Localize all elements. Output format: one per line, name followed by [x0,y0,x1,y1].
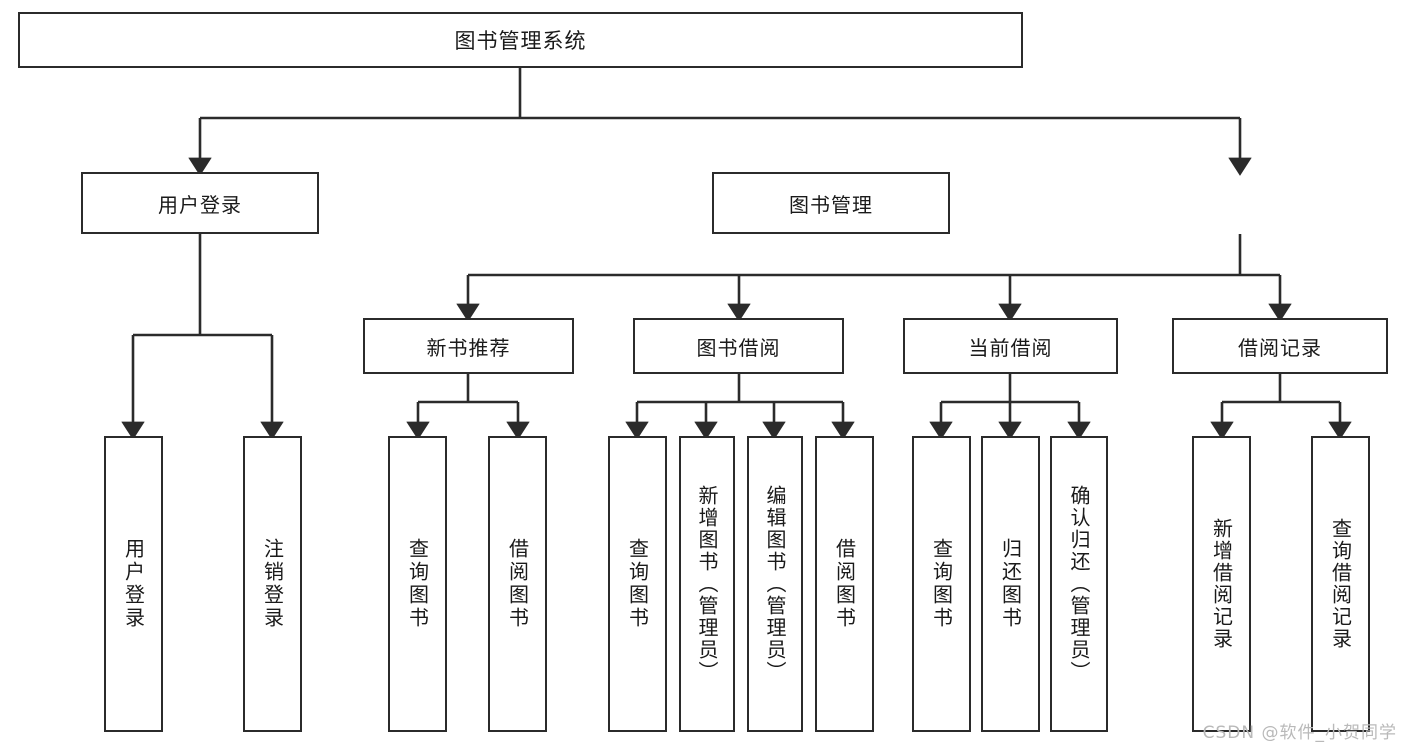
leaf-borrow-edit-book-admin-label: 编辑图书（管理员） [763,485,787,683]
leaf-current-query-book-label: 查询图书 [929,538,954,630]
node-current-borrow-label: 当前借阅 [968,335,1053,360]
leaf-new-book-borrow[interactable]: 借阅图书 [488,436,547,732]
node-book-management-label: 图书管理 [789,192,873,217]
leaf-new-book-query[interactable]: 查询图书 [388,436,447,732]
leaf-record-add-record[interactable]: 新增借阅记录 [1192,436,1251,732]
node-user-login-label: 用户登录 [158,192,242,217]
leaf-user-login-signout[interactable]: 注销登录 [243,436,302,732]
leaf-current-return-book-label: 归还图书 [998,538,1023,630]
node-new-book-recommend-label: 新书推荐 [426,335,511,360]
leaf-user-login-signin[interactable]: 用户登录 [104,436,163,732]
leaf-current-confirm-return-admin-label: 确认归还（管理员） [1067,485,1091,683]
node-user-login[interactable]: 用户登录 [81,172,319,234]
leaf-record-add-record-label: 新增借阅记录 [1209,518,1234,650]
leaf-current-return-book[interactable]: 归还图书 [981,436,1040,732]
leaf-user-login-signin-label: 用户登录 [121,538,146,630]
leaf-borrow-edit-book-admin[interactable]: 编辑图书（管理员） [747,436,803,732]
leaf-new-book-borrow-label: 借阅图书 [505,538,530,630]
leaf-current-query-book[interactable]: 查询图书 [912,436,971,732]
leaf-borrow-add-book-admin[interactable]: 新增图书（管理员） [679,436,735,732]
node-root-system[interactable]: 图书管理系统 [18,12,1023,68]
leaf-borrow-borrow-book[interactable]: 借阅图书 [815,436,874,732]
leaf-borrow-borrow-book-label: 借阅图书 [832,538,857,630]
node-borrow-record[interactable]: 借阅记录 [1172,318,1388,374]
node-book-borrow-label: 图书借阅 [696,335,781,360]
leaf-borrow-query-book-label: 查询图书 [625,538,650,630]
leaf-user-login-signout-label: 注销登录 [260,538,285,630]
node-book-borrow[interactable]: 图书借阅 [633,318,844,374]
leaf-borrow-query-book[interactable]: 查询图书 [608,436,667,732]
leaf-record-query-record[interactable]: 查询借阅记录 [1311,436,1370,732]
leaf-new-book-query-label: 查询图书 [405,538,430,630]
node-borrow-record-label: 借阅记录 [1238,335,1322,360]
node-root-system-label: 图书管理系统 [454,29,587,53]
leaf-record-query-record-label: 查询借阅记录 [1328,518,1353,650]
node-current-borrow[interactable]: 当前借阅 [903,318,1118,374]
node-book-management[interactable]: 图书管理 [712,172,950,234]
node-new-book-recommend[interactable]: 新书推荐 [363,318,574,374]
leaf-borrow-add-book-admin-label: 新增图书（管理员） [695,485,719,683]
leaf-current-confirm-return-admin[interactable]: 确认归还（管理员） [1050,436,1108,732]
